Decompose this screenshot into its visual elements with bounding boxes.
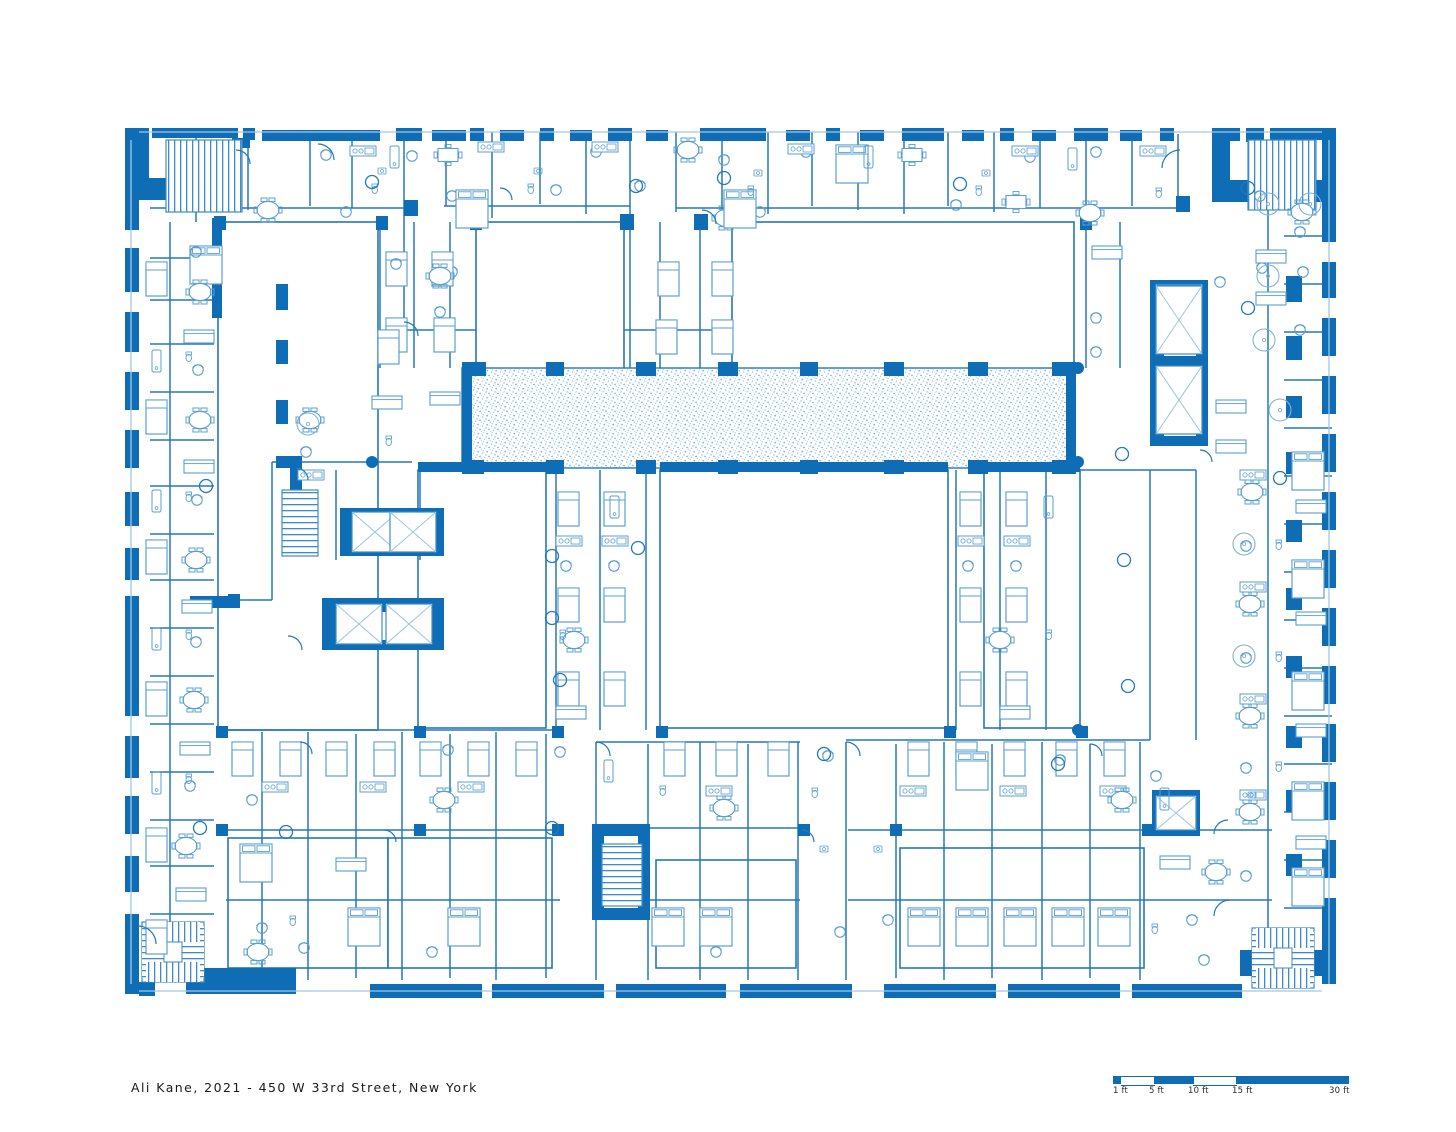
glazing-lines	[130, 131, 1330, 992]
scale-label-1: 1 ft	[1113, 1086, 1129, 1096]
scale-bar-track	[1113, 1076, 1349, 1086]
elevator-cars	[335, 283, 1203, 831]
scale-tick-10	[1192, 1076, 1194, 1084]
drawing-caption: Ali Kane, 2021 - 450 W 33rd Street, New …	[131, 1080, 478, 1095]
scale-tick-1	[1113, 1076, 1115, 1084]
scale-label-10: 10 ft	[1188, 1086, 1209, 1096]
scale-label-30: 30 ft	[1329, 1086, 1350, 1096]
scale-tick-30	[1347, 1076, 1349, 1084]
scale-tick-15	[1236, 1076, 1238, 1084]
scale-tick-5	[1154, 1076, 1156, 1084]
door-swings	[137, 143, 1231, 945]
column-dots	[366, 362, 1084, 736]
light-well-voids	[217, 221, 1145, 969]
fixture-circles	[192, 170, 1288, 840]
scale-seg-5-10	[1155, 1076, 1193, 1084]
scale-seg-0-1	[1113, 1076, 1121, 1084]
egress-stairs	[141, 139, 1317, 989]
scale-seg-10-15	[1193, 1076, 1237, 1086]
scale-bar: 1 ft 5 ft 10 ft 15 ft 30 ft	[1113, 1076, 1350, 1106]
scale-label-15: 15 ft	[1232, 1086, 1253, 1096]
scale-seg-15-30	[1237, 1076, 1349, 1084]
central-courtyard-terrace	[461, 367, 1075, 469]
scale-label-5: 5 ft	[1149, 1086, 1165, 1096]
scale-seg-1-5	[1121, 1076, 1155, 1086]
